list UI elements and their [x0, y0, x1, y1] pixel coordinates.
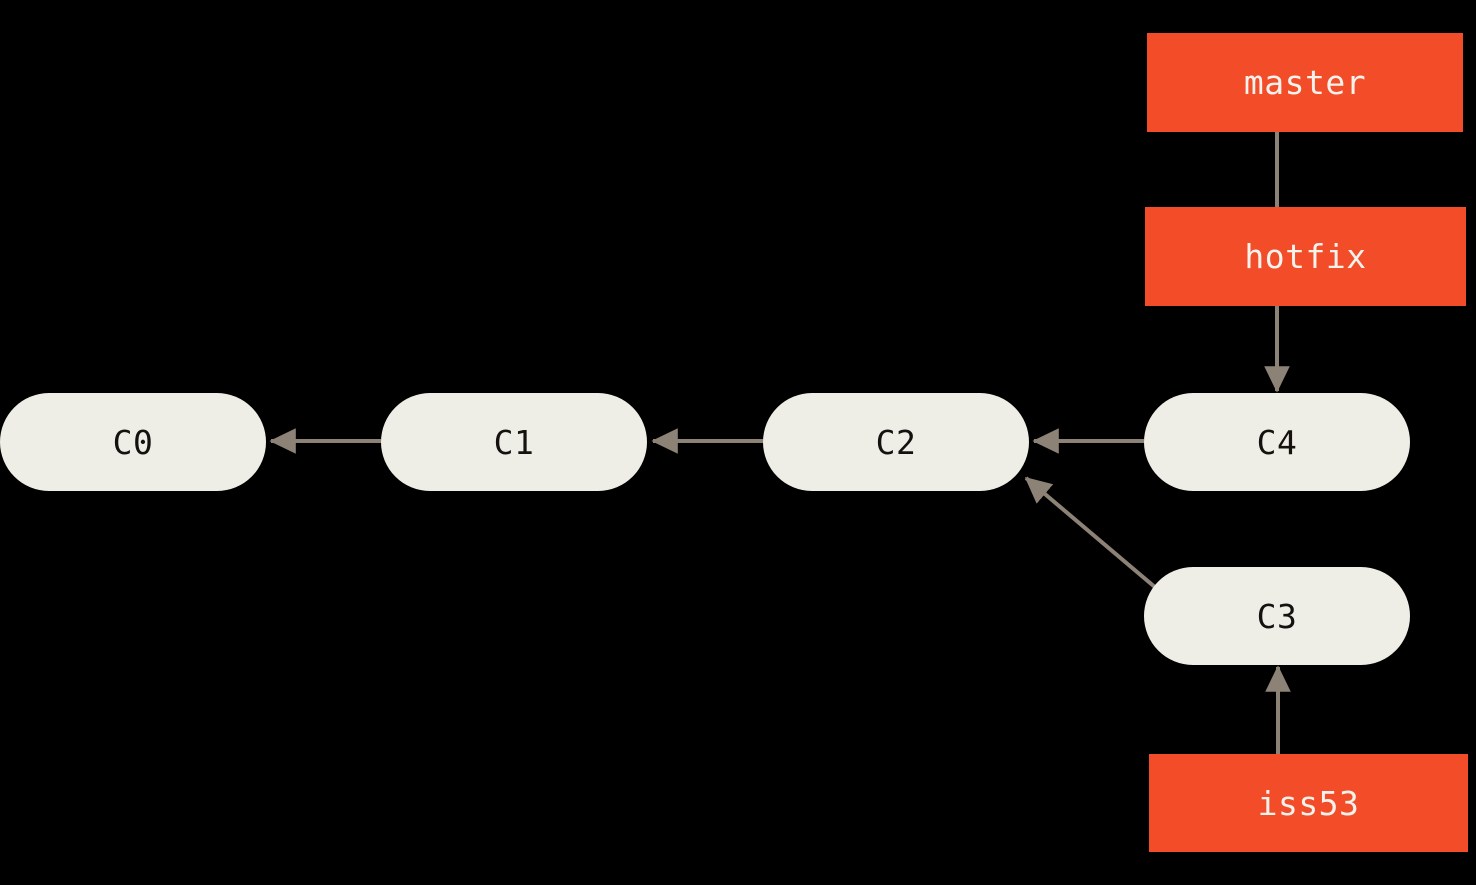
- commit-label: C1: [493, 422, 535, 462]
- commit-label: C0: [112, 422, 154, 462]
- commit-node-c4[interactable]: C4: [1144, 393, 1410, 491]
- branch-name: master: [1243, 63, 1367, 102]
- commit-node-c2[interactable]: C2: [763, 393, 1029, 491]
- branch-label-hotfix[interactable]: hotfix: [1145, 207, 1466, 306]
- branch-name: hotfix: [1244, 237, 1367, 276]
- commit-node-c0[interactable]: C0: [0, 393, 266, 491]
- branch-name: iss53: [1257, 783, 1360, 823]
- commit-node-c3[interactable]: C3: [1144, 567, 1410, 665]
- commit-node-c1[interactable]: C1: [381, 393, 647, 491]
- commit-label: C2: [875, 422, 917, 462]
- commit-label: C3: [1256, 596, 1298, 636]
- branch-label-iss53[interactable]: iss53: [1149, 754, 1468, 852]
- commit-label: C4: [1256, 422, 1298, 462]
- edge-c3-to-c2: [1024, 476, 1158, 590]
- branch-label-master[interactable]: master: [1147, 33, 1463, 132]
